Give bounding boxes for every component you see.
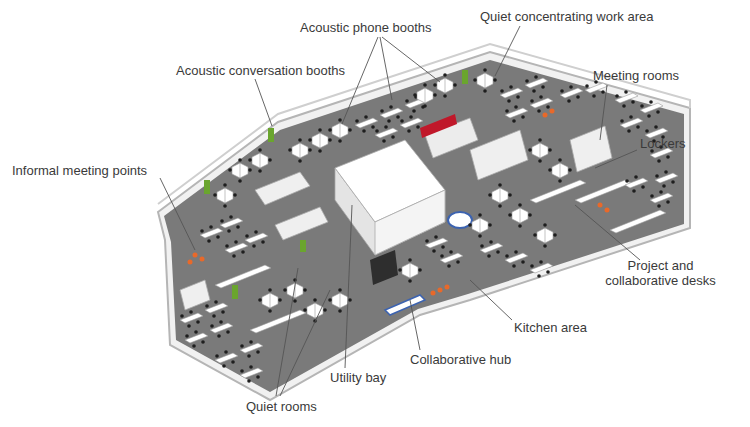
callout-label: Acoustic conversation booths [176, 63, 345, 78]
callout-label: Utility bay [330, 370, 386, 385]
callout-label: Project and collaborative desks [598, 258, 723, 288]
callout-label: Informal meeting points [12, 163, 147, 178]
callout-label: Quiet concentrating work area [480, 9, 653, 24]
callout-label: Kitchen area [514, 320, 587, 335]
callout-label: Meeting rooms [593, 68, 679, 83]
callout-label: Lockers [640, 136, 686, 151]
callout-label: Acoustic phone booths [300, 20, 432, 35]
callout-label: Collaborative hub [410, 352, 511, 367]
callout-label: Quiet rooms [246, 399, 317, 414]
